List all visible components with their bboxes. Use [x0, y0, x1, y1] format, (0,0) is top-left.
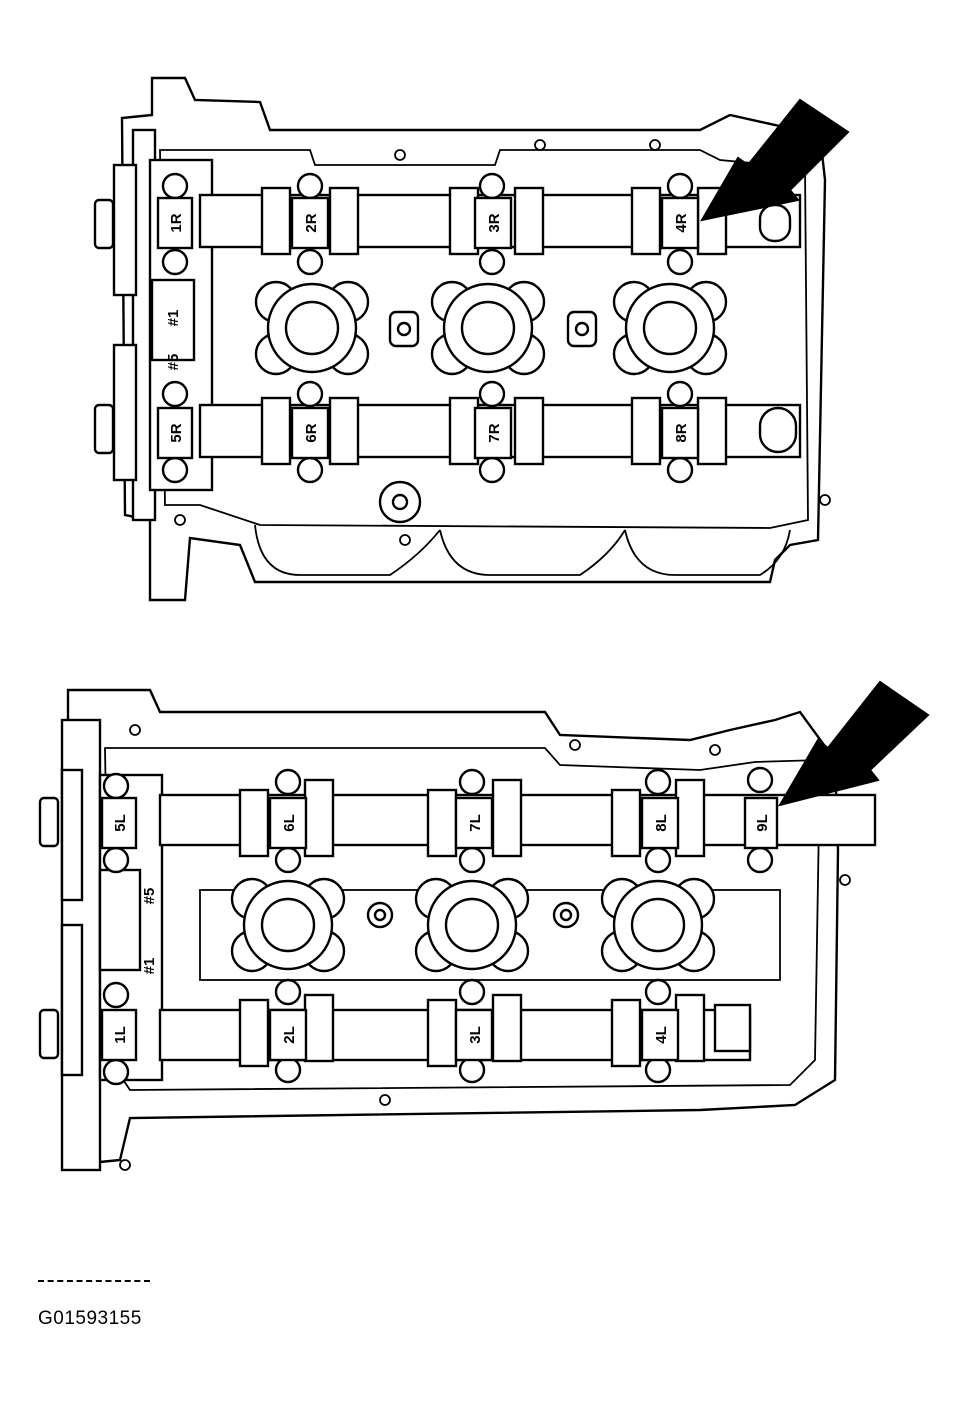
svg-text:7L: 7L	[467, 814, 484, 832]
dashed-rule	[38, 1280, 150, 1282]
svg-text:5R: 5R	[168, 423, 185, 442]
left-cylinder-mark-1: #1	[141, 958, 158, 975]
left-spark-plug-tubes	[199, 877, 781, 981]
left-cylinder-head: 5L 6L 7L 8L 9L 1L	[38, 680, 930, 1172]
svg-text:2L: 2L	[281, 1026, 298, 1044]
svg-text:4R: 4R	[673, 213, 690, 232]
svg-text:9L: 9L	[754, 814, 771, 832]
cap-3R: 3R	[473, 196, 513, 250]
cap-3L: 3L	[454, 1008, 494, 1062]
left-bearing-caps: 5L 6L 7L 8L 9L 1L	[100, 796, 779, 1062]
svg-text:8R: 8R	[673, 423, 690, 442]
cap-7L: 7L	[454, 796, 494, 850]
left-cap-bolts	[102, 766, 774, 1086]
cap-2R: 2R	[290, 196, 330, 250]
cap-9L: 9L	[743, 796, 779, 850]
cap-6L: 6L	[268, 796, 308, 850]
cap-4L: 4L	[640, 1008, 680, 1062]
svg-text:3R: 3R	[486, 213, 503, 232]
svg-text:4L: 4L	[653, 1026, 670, 1044]
right-spark-plug-tubes	[254, 280, 728, 524]
cap-6R: 6R	[290, 406, 330, 460]
cap-8R: 8R	[660, 406, 700, 460]
right-cylinder-mark-1: #1	[165, 310, 182, 327]
svg-text:2R: 2R	[303, 213, 320, 232]
right-cylinder-mark-5: #5	[165, 354, 182, 371]
svg-text:6L: 6L	[281, 814, 298, 832]
right-bearing-caps: 1R 2R 3R 4R 5R 6R	[156, 196, 700, 460]
cap-8L: 8L	[640, 796, 680, 850]
left-cylinder-mark-5: #5	[141, 888, 158, 905]
svg-text:7R: 7R	[486, 423, 503, 442]
cap-5R: 5R	[156, 406, 194, 460]
svg-text:3L: 3L	[467, 1026, 484, 1044]
svg-text:1L: 1L	[112, 1026, 129, 1044]
right-cap-bolts	[161, 172, 694, 484]
svg-text:6R: 6R	[303, 423, 320, 442]
right-cap-arrow	[700, 98, 850, 222]
cap-5L: 5L	[100, 796, 138, 850]
svg-text:5L: 5L	[112, 814, 129, 832]
right-cylinder-head: 1R 2R 3R 4R 5R 6R	[93, 76, 850, 602]
cap-2L: 2L	[268, 1008, 308, 1062]
cap-7R: 7R	[473, 406, 513, 460]
left-cap-arrow	[777, 680, 930, 807]
cap-1R: 1R	[156, 196, 194, 250]
svg-text:1R: 1R	[168, 213, 185, 232]
figure-id: G01593155	[38, 1308, 142, 1329]
cap-1L: 1L	[100, 1008, 138, 1062]
svg-text:8L: 8L	[653, 814, 670, 832]
cap-4R: 4R	[660, 196, 700, 250]
